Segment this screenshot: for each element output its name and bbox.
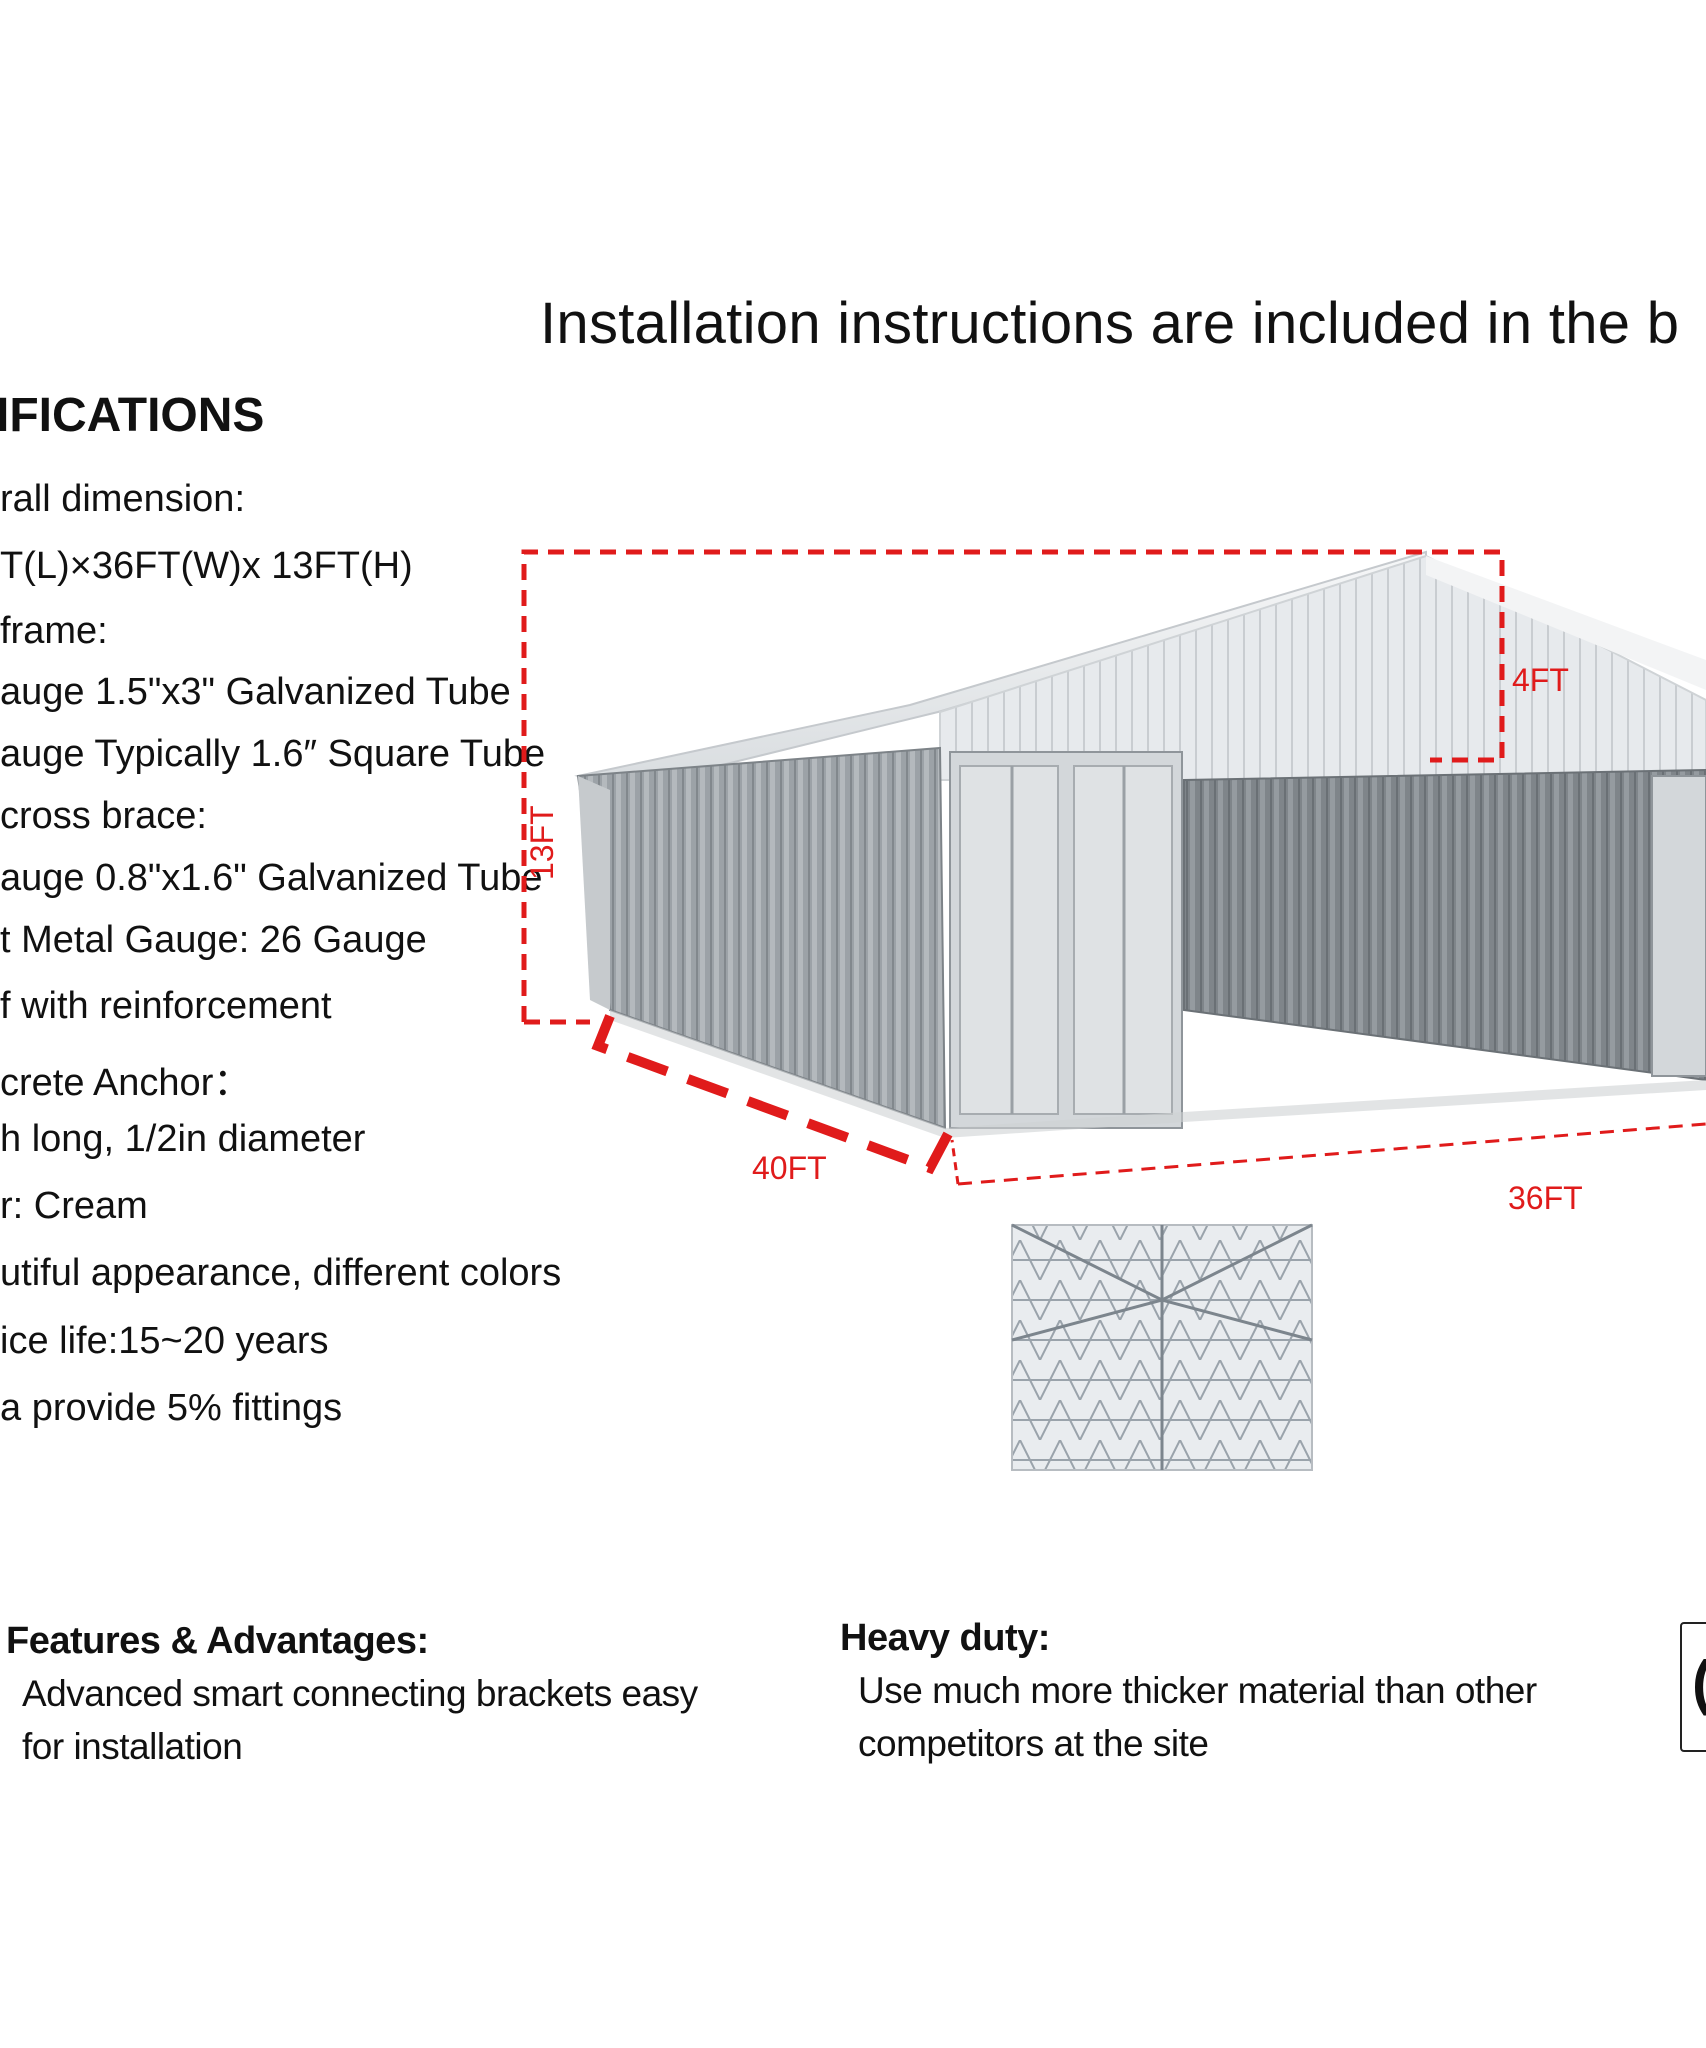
spec-line: r: Cream <box>0 1185 148 1227</box>
spec-line: ice life:15~20 years <box>0 1320 329 1362</box>
dimension-label-height: 13FT <box>524 805 560 880</box>
spec-line: auge 0.8"x1.6" Galvanized Tube <box>0 857 543 899</box>
spec-line: frame: <box>0 610 108 652</box>
spec-line: t Metal Gauge: 26 Gauge <box>0 919 427 961</box>
spec-line: rall dimension: <box>0 478 245 520</box>
spec-line: utiful appearance, different colors <box>0 1252 562 1294</box>
heavy-duty-title: Heavy duty: <box>840 1617 1050 1659</box>
spec-line: a provide 5% fittings <box>0 1387 343 1429</box>
spec-line: h long, 1/2in diameter <box>0 1118 366 1160</box>
heavy-duty-text: competitors at the site <box>858 1723 1209 1764</box>
dimension-label-width: 36FT <box>1508 1180 1583 1216</box>
specifications-heading: IFICATIONS <box>0 389 265 442</box>
features-title: Features & Advantages: <box>6 1620 429 1662</box>
installation-banner: Installation instructions are included i… <box>540 291 1680 356</box>
dimension-label-roof-peak: 4FT <box>1512 662 1569 698</box>
spec-line: auge 1.5"x3" Galvanized Tube <box>0 671 511 713</box>
spec-line: crete Anchor： <box>0 1062 252 1104</box>
dimension-label-length: 40FT <box>752 1150 827 1186</box>
heavy-duty-text: Use much more thicker material than othe… <box>858 1670 1537 1711</box>
spec-line: auge Typically 1.6″ Square Tube <box>0 733 546 775</box>
spec-line: cross brace: <box>0 795 207 837</box>
features-text: Advanced smart connecting brackets easy <box>22 1673 698 1714</box>
partial-badge <box>1680 1622 1706 1752</box>
badge-glyph: ( <box>1692 1648 1706 1717</box>
spec-line: T(L)×36FT(W)x 13FT(H) <box>0 545 413 587</box>
features-text: for installation <box>22 1726 243 1767</box>
spec-line: f with reinforcement <box>0 985 332 1027</box>
